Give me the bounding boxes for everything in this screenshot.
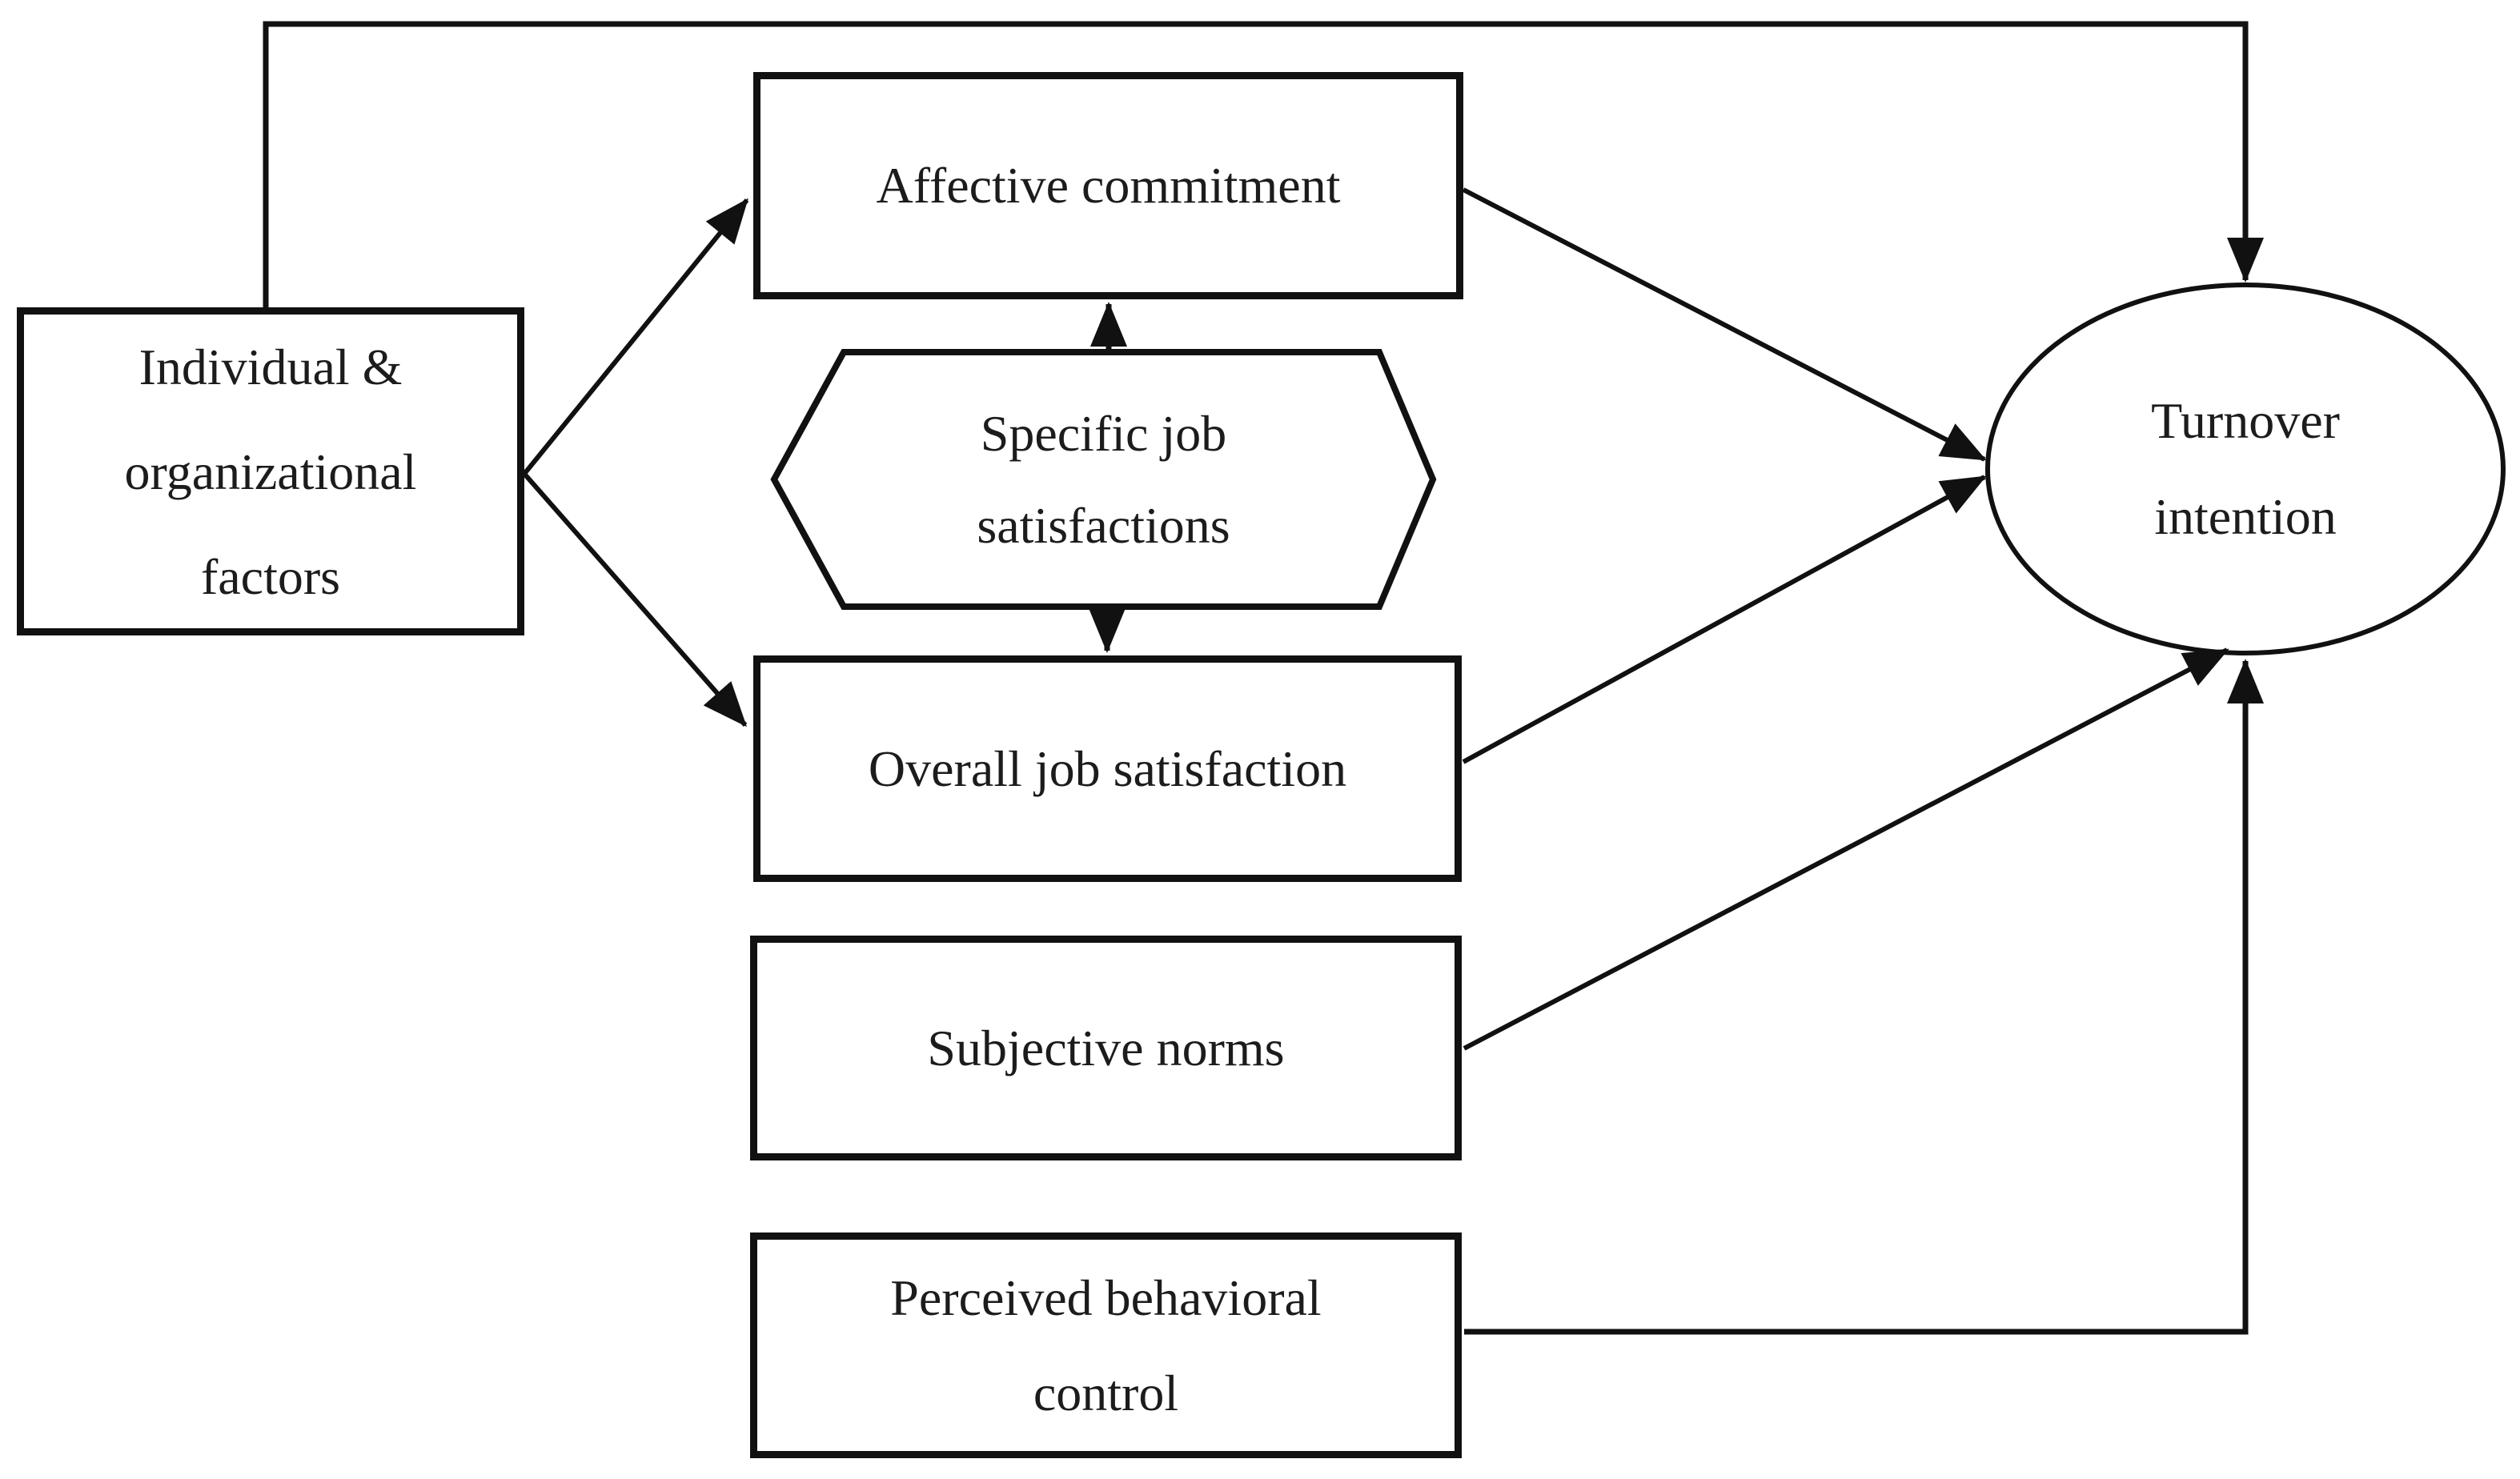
edge-subjective-to-turnover: [1463, 647, 2229, 1051]
node-label-line: factors: [200, 547, 341, 605]
edge-individual-to-affective: [522, 198, 749, 475]
node-label-line: intention: [2154, 488, 2337, 545]
node-label-line: Affective commitment: [876, 157, 1341, 214]
node-perceived-behavioral-control: Perceived behavioral control: [750, 1232, 1462, 1458]
edge-overall-to-turnover: [1462, 475, 1987, 764]
node-label-line: organizational: [124, 443, 417, 500]
node-overall-job-satisfaction: Overall job satisfaction: [753, 655, 1462, 882]
node-label-line: Specific job: [980, 405, 1227, 462]
edge-perceived-to-turnover: [1464, 659, 2264, 1335]
edge-individual-to-overall: [522, 472, 748, 727]
node-label-line: satisfactions: [977, 497, 1230, 554]
node-label-line: control: [1033, 1365, 1179, 1421]
node-specific-job-satisfactions: Specific job satisfactions: [774, 352, 1433, 607]
node-label-line: Individual &: [138, 338, 403, 395]
node-label-line: Perceived behavioral: [890, 1269, 1322, 1326]
specific-job-satisfactions-hexagon-shape: [770, 349, 1437, 610]
edge-affective-to-turnover: [1462, 187, 1987, 462]
node-subjective-norms: Subjective norms: [750, 936, 1462, 1160]
node-label-line: Overall job satisfaction: [868, 740, 1347, 797]
edge-individual-to-turnover: [263, 21, 2264, 311]
node-turnover-intention: Turnover intention: [1988, 285, 2503, 653]
node-label-line: Turnover: [2151, 392, 2340, 449]
node-affective-commitment: Affective commitment: [753, 72, 1463, 299]
turnover-intention-ellipse-shape: [1985, 283, 2506, 655]
node-label-line: Subjective norms: [927, 1019, 1285, 1076]
node-individual-organizational-factors: Individual & organizational factors: [17, 307, 524, 635]
